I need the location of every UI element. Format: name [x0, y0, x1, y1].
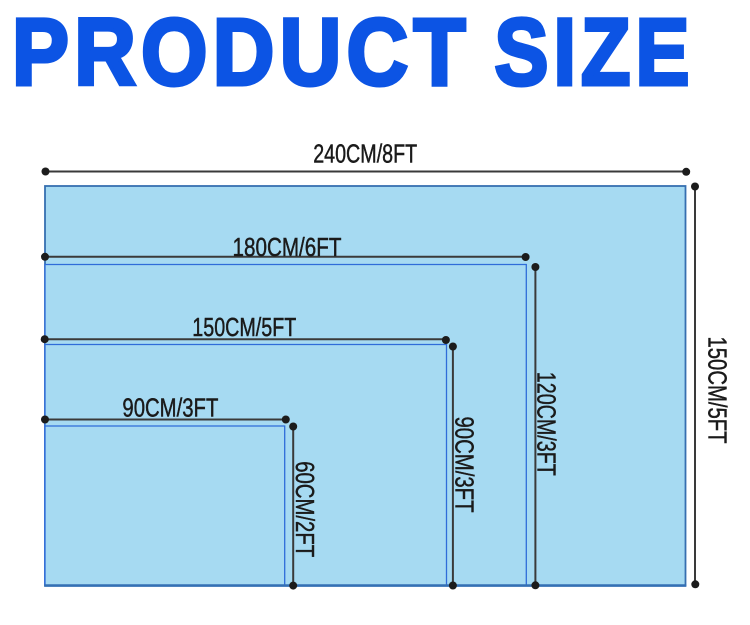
svg-text:150CM/5FT: 150CM/5FT	[703, 337, 731, 444]
svg-text:PRODUCT: PRODUCT	[12, 0, 471, 106]
svg-text:180CM/6FT: 180CM/6FT	[233, 234, 342, 262]
svg-text:SIZE: SIZE	[495, 0, 695, 106]
svg-text:150CM/5FT: 150CM/5FT	[192, 314, 296, 342]
svg-text:90CM/3FT: 90CM/3FT	[122, 395, 218, 423]
svg-text:90CM/3FT: 90CM/3FT	[450, 417, 478, 513]
svg-text:120CM/3FT: 120CM/3FT	[532, 372, 560, 476]
svg-text:60CM/2FT: 60CM/2FT	[290, 461, 318, 557]
svg-text:240CM/8FT: 240CM/8FT	[313, 141, 417, 169]
